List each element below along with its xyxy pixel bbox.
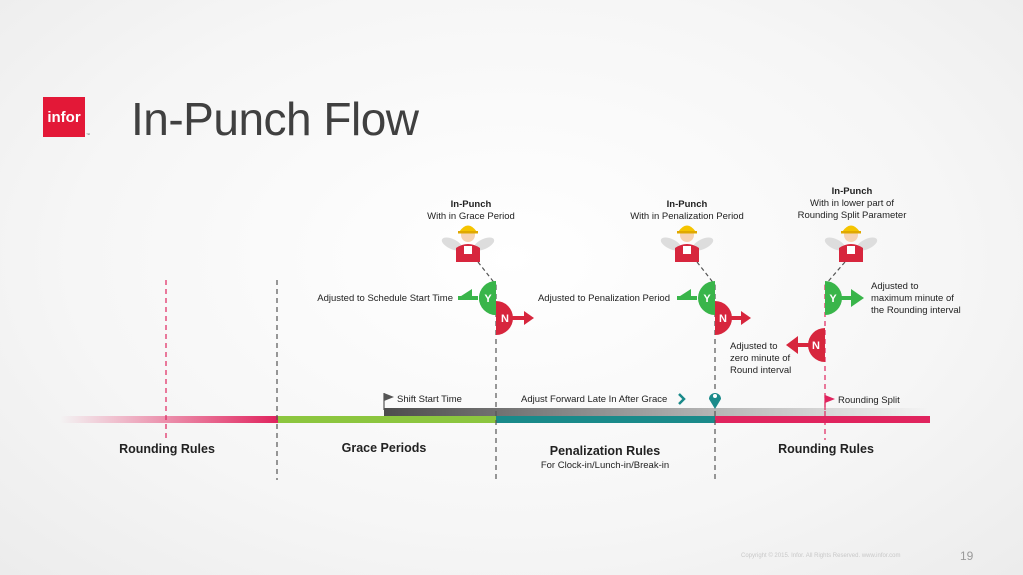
yes-decision-arrow	[677, 281, 715, 315]
punch-2-title: In-Punch	[667, 199, 708, 210]
rounding-yes-text-2: maximum minute of	[871, 293, 954, 304]
rounding-yes-text-3: the Rounding interval	[871, 305, 961, 316]
timeline-penalization	[496, 416, 715, 423]
connector-punch-1	[477, 261, 497, 286]
penalty-no-text-3: Round interval	[730, 365, 791, 376]
shift-start-label: Shift Start Time	[397, 394, 462, 405]
no-label: N	[501, 313, 509, 325]
chevron-right-icon	[678, 393, 686, 405]
penalty-no-text-1: Adjusted to	[730, 341, 778, 352]
flag-icon	[824, 395, 835, 410]
punch-1-subtitle: With in Grace Period	[427, 211, 515, 222]
worker-icon	[660, 225, 714, 262]
yes-label: Y	[484, 293, 492, 305]
punch-2-subtitle: With in Penalization Period	[630, 211, 744, 222]
page-number: 19	[960, 549, 974, 563]
timeline-rounding-right	[715, 416, 930, 423]
worker-icon	[824, 225, 878, 262]
yes-decision-arrow	[458, 281, 496, 315]
connector-punch-3	[824, 261, 846, 286]
penalty-no-text-2: zero minute of	[730, 353, 791, 364]
section-penalization-rules: Penalization Rules	[550, 444, 660, 458]
adjust-forward-label: Adjust Forward Late In After Grace	[521, 394, 667, 405]
worker-icon	[441, 225, 495, 262]
timeline-grace	[278, 416, 496, 423]
logo-trademark: ™	[86, 132, 90, 137]
no-decision-arrow	[496, 301, 534, 335]
grace-yes-text: Adjusted to Schedule Start Time	[317, 293, 453, 304]
punch-3-title: In-Punch	[832, 186, 873, 197]
no-label: N	[812, 340, 820, 352]
yes-label: Y	[829, 293, 837, 305]
flag-icon	[383, 393, 394, 410]
section-grace-periods: Grace Periods	[342, 441, 427, 455]
penalty-yes-text: Adjusted to Penalization Period	[538, 293, 670, 304]
infor-logo: infor	[43, 97, 85, 137]
punch-3-line-3: Rounding Split Parameter	[798, 210, 907, 221]
punch-1-title: In-Punch	[451, 199, 492, 210]
connector-punch-2	[696, 261, 716, 286]
section-penalization-subtitle: For Clock-in/Lunch-in/Break-in	[541, 460, 669, 471]
timeline-dark-top	[384, 408, 930, 416]
section-rounding-rules-right: Rounding Rules	[778, 442, 874, 456]
footer-copyright: Copyright © 2015. Infor. All Rights Rese…	[741, 553, 901, 559]
punch-3-line-2: With in lower part of	[810, 198, 894, 209]
yes-label: Y	[703, 293, 711, 305]
rounding-split-label: Rounding Split	[838, 395, 900, 406]
no-label: N	[719, 313, 727, 325]
no-decision-arrow	[786, 328, 825, 362]
yes-decision-arrow	[825, 281, 864, 315]
timeline-rounding-left	[60, 416, 278, 423]
rounding-yes-text-1: Adjusted to	[871, 281, 919, 292]
no-decision-arrow	[715, 301, 751, 335]
section-rounding-rules-left: Rounding Rules	[119, 442, 215, 456]
map-pin-icon	[709, 393, 721, 409]
page-title: In-Punch Flow	[131, 93, 419, 145]
